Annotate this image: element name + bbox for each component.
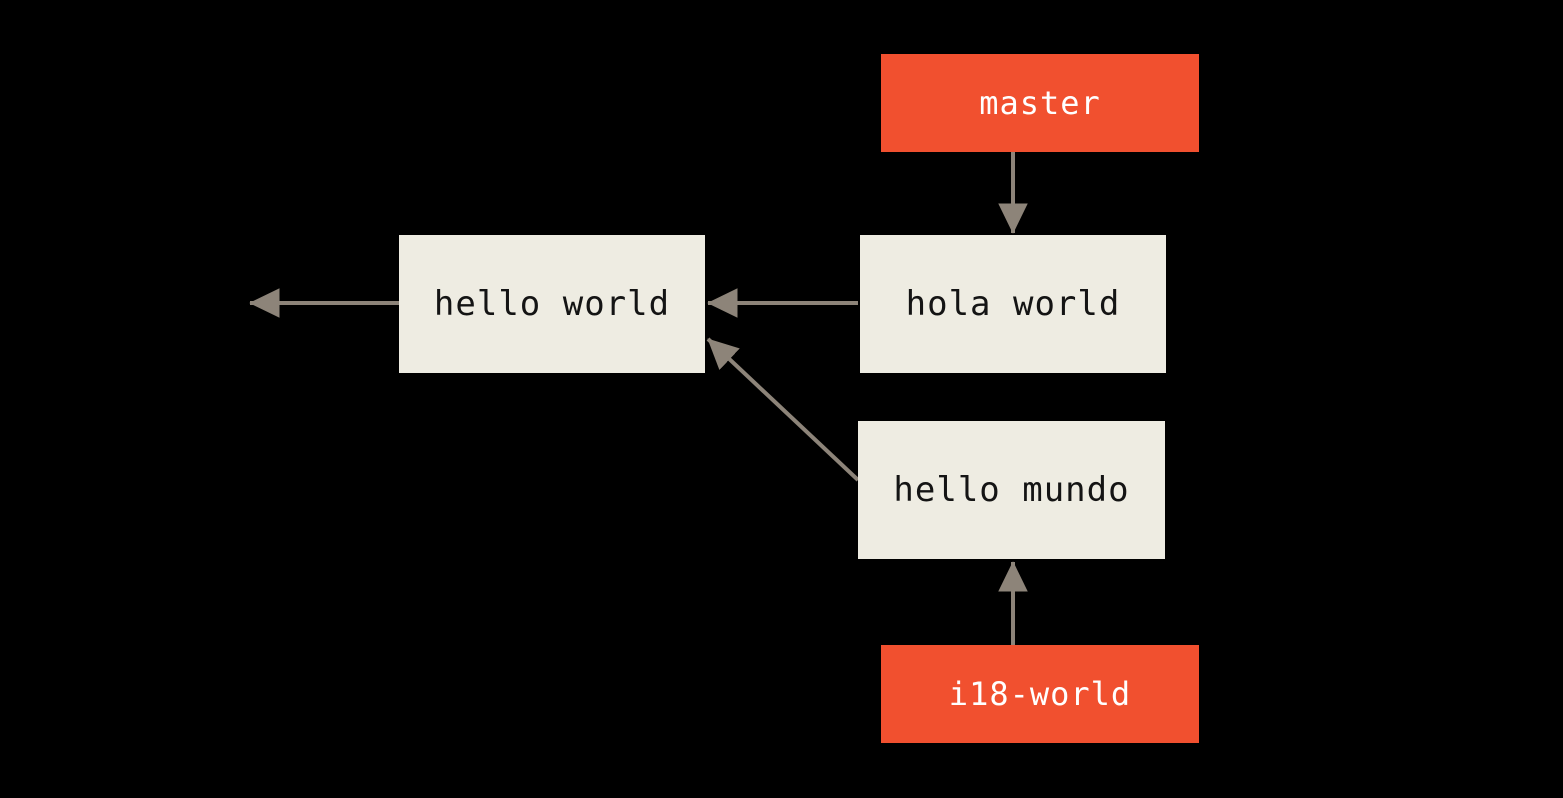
commit-message-hello-world: hello world xyxy=(433,284,671,324)
commit-message-hello-mundo: hello mundo xyxy=(893,470,1130,510)
edge-hello-mundo-to-hello-world xyxy=(706,337,860,482)
branch-label-master-text: master xyxy=(979,84,1101,122)
branch-label-i18-world-text: i18-world xyxy=(948,675,1132,713)
commit-message-hola-world: hola world xyxy=(905,284,1121,324)
branch-label-master: master xyxy=(881,54,1199,152)
branch-label-i18-world: i18-world xyxy=(881,645,1199,743)
commit-box-hola-world: hola world xyxy=(860,235,1166,373)
commit-box-hello-world: hello world xyxy=(399,235,705,373)
commit-box-hello-mundo: hello mundo xyxy=(858,421,1165,559)
